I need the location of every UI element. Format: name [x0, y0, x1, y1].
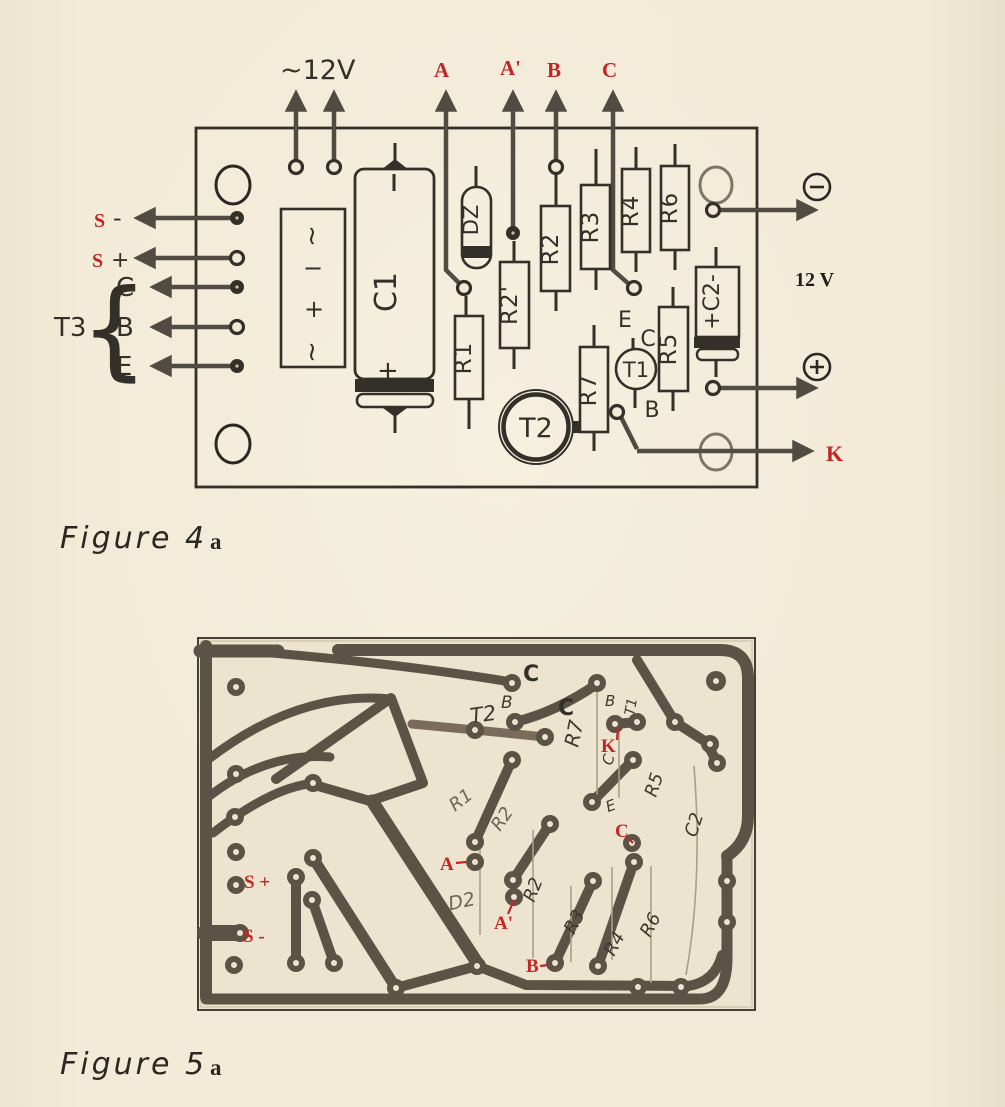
- resistor-r2: R2: [538, 174, 572, 311]
- figure-4a-caption: Figure 4: [60, 521, 207, 556]
- rectifier-plus: +: [304, 295, 324, 323]
- c1-plus: +: [373, 360, 403, 382]
- t3-brace: {: [80, 267, 149, 392]
- transistor-t2: T2: [498, 389, 581, 465]
- copper-component-bars: [470, 717, 642, 971]
- figure-5a-caption-suffix: a: [210, 1055, 222, 1080]
- label-t3-b: B: [116, 313, 134, 343]
- solder-pads: [225, 671, 736, 997]
- capacitor-c1: C1 +: [353, 143, 436, 433]
- label-t3-e: E: [116, 352, 132, 382]
- r2-prime-label: R2': [497, 285, 523, 325]
- plus-terminal-icon: [802, 352, 832, 382]
- c1-label: C1: [369, 272, 404, 312]
- board-outline: [194, 126, 759, 489]
- label-a-prime: A': [500, 56, 521, 80]
- t1-e-label: E: [618, 308, 632, 333]
- t2-label: T2: [518, 413, 553, 444]
- label-s-plus-s: S: [92, 250, 103, 272]
- hw-r7: R7: [559, 718, 588, 749]
- voltage-label: 12 V: [795, 269, 835, 291]
- red-k: K: [601, 736, 616, 757]
- figure-4a: ~12V A A' B C S - S + C: [53, 55, 843, 556]
- minus-terminal-icon: [802, 172, 832, 202]
- c2-label: +C2-: [700, 274, 725, 330]
- copper-kite-outline: [271, 693, 428, 806]
- red-c: C: [615, 821, 629, 842]
- resistor-r6: R6: [657, 144, 691, 270]
- resistor-r7: R7: [576, 325, 610, 451]
- red-b: B: [526, 956, 539, 977]
- dz-label: DZ: [459, 205, 483, 236]
- red-s-plus: S +: [244, 872, 270, 893]
- left-terminals: S - S + C B E T3 {: [53, 204, 246, 392]
- figure-5a-caption: Figure 5: [60, 1047, 207, 1082]
- red-labels: S + S - A A' B C K: [243, 726, 634, 977]
- hw-c-top: C: [523, 662, 539, 687]
- r2-label: R2: [538, 233, 564, 266]
- transistor-t1: T1 E C B: [614, 308, 660, 423]
- rectifier-block: ~ − + ~: [279, 207, 347, 369]
- r5-label: R5: [656, 333, 682, 366]
- resistor-r4: R4: [618, 147, 652, 272]
- label-t3: T3: [53, 313, 86, 343]
- label-s-minus-sign: -: [113, 204, 122, 232]
- hw-b: B: [501, 693, 513, 713]
- r6-label: R6: [657, 192, 683, 225]
- resistor-r2-prime: R2': [497, 241, 531, 369]
- right-terminals: 12 V K: [608, 172, 843, 466]
- diode-dz: DZ: [459, 166, 493, 270]
- hw-t2: T2: [468, 701, 497, 728]
- r4-label: R4: [618, 195, 644, 228]
- hw-d2: D2: [446, 888, 477, 915]
- rectifier-ac-bottom: ~: [297, 341, 327, 363]
- red-a-prime: A': [494, 913, 513, 934]
- capacitor-c2: +C2-: [694, 247, 741, 377]
- resistor-r5: R5: [656, 287, 690, 411]
- figure-4a-caption-suffix: a: [210, 529, 222, 554]
- red-a: A: [440, 854, 454, 875]
- resistor-r3: R3: [578, 149, 612, 290]
- supply-label: ~12V: [280, 55, 356, 86]
- rectifier-ac-top: ~: [297, 225, 327, 247]
- r1-label: R1: [451, 342, 477, 375]
- label-s-plus-sign: +: [111, 248, 129, 273]
- label-t3-c: C: [116, 273, 134, 303]
- t1-label: T1: [622, 358, 649, 382]
- label-k: K: [826, 441, 843, 466]
- supply-arrows: ~12V: [280, 55, 356, 176]
- label-s-minus-s: S: [94, 210, 105, 232]
- r3-label: R3: [578, 211, 604, 244]
- r7-label: R7: [576, 374, 602, 407]
- hw-t1-b: B: [605, 692, 615, 710]
- resistor-r1: R1: [451, 296, 485, 429]
- copper-center-traces: [197, 655, 727, 994]
- mounting-hole-top-right: [698, 165, 734, 205]
- t1-b-label: B: [644, 398, 659, 423]
- label-b: B: [547, 58, 561, 82]
- signal-arrows: A A' B C: [434, 56, 643, 297]
- mounting-hole-bottom-left: [214, 423, 252, 465]
- hw-c-mid: C: [558, 696, 574, 721]
- hw-t1: T1: [622, 697, 641, 717]
- t1-c-label: C: [640, 327, 655, 352]
- label-c: C: [602, 58, 617, 82]
- red-s-minus: S -: [243, 926, 265, 947]
- rectifier-minus: −: [303, 254, 323, 282]
- mounting-hole-top-left: [214, 164, 252, 206]
- figure-5a: T2 B C C R7 B T1 C E R1 R2 D2 R2 R3 R4 R…: [60, 637, 756, 1082]
- label-a: A: [434, 58, 450, 82]
